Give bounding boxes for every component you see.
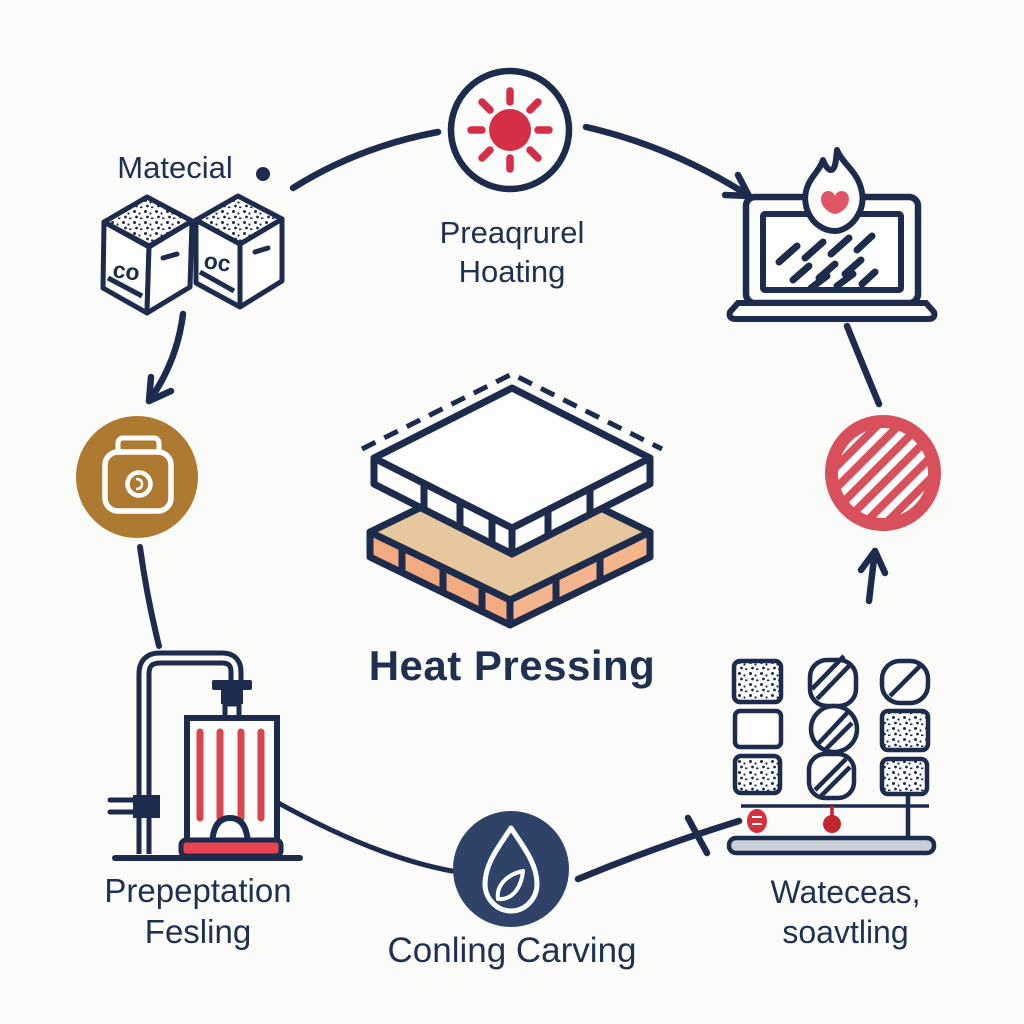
arc-cubes-to-wallet xyxy=(145,310,187,405)
laptop-flame-icon xyxy=(726,147,938,322)
preparation-label-line1: Prepeptation xyxy=(104,872,292,909)
watering-label: Wateceas, soavtling xyxy=(728,872,963,952)
boiler-stripes xyxy=(196,728,265,822)
arrowhead-up-icon xyxy=(857,547,889,577)
arc-machine-to-cooling xyxy=(270,797,455,874)
hatched-circle-icon xyxy=(825,415,941,531)
watering-label-line1: Wateceas, xyxy=(770,874,921,910)
arc-sun-to-laptop xyxy=(582,123,753,200)
arc-laptop-to-hatched-circle xyxy=(843,322,883,408)
arrow-tick-icon xyxy=(684,814,711,857)
grid-red-markers xyxy=(747,806,841,833)
cooling-label: Conling Carving xyxy=(387,931,637,970)
preheating-label: Preaqrurel Hoating xyxy=(377,213,647,291)
press-plates-icon xyxy=(360,371,664,629)
cube2-label: oc xyxy=(202,247,232,277)
arc-cooling-to-grid xyxy=(574,817,743,883)
preheating-label-line2: Hoating xyxy=(458,254,566,289)
screen-dashes xyxy=(775,232,879,292)
specimen-grid-icon xyxy=(726,654,937,856)
flame-heart xyxy=(821,190,849,214)
material-bullet-dot xyxy=(256,167,270,181)
material-label: Matecial xyxy=(117,150,233,185)
sun-icon xyxy=(447,67,573,193)
boiler-icon xyxy=(107,650,303,861)
cube1-label: co xyxy=(111,256,141,285)
preparation-label-line2: Fesling xyxy=(144,913,252,950)
wallet-icon xyxy=(76,416,198,538)
watering-label-line2: soavtling xyxy=(782,914,909,950)
arrowhead-down-icon xyxy=(145,373,175,405)
preparation-label: Prepeptation Fesling xyxy=(83,870,313,952)
arc-material-to-sun xyxy=(289,128,442,192)
press-dashed-outline xyxy=(360,371,664,452)
water-drop-icon xyxy=(453,811,569,927)
flame-icon xyxy=(802,147,866,234)
arc-wallet-to-machine xyxy=(137,544,162,649)
preheating-label-line1: Preaqrurel xyxy=(439,215,585,250)
arrowhead-to-laptop-icon xyxy=(721,171,753,200)
diagram-title: Heat Pressing xyxy=(368,642,656,689)
material-cubes-icon xyxy=(100,193,285,316)
